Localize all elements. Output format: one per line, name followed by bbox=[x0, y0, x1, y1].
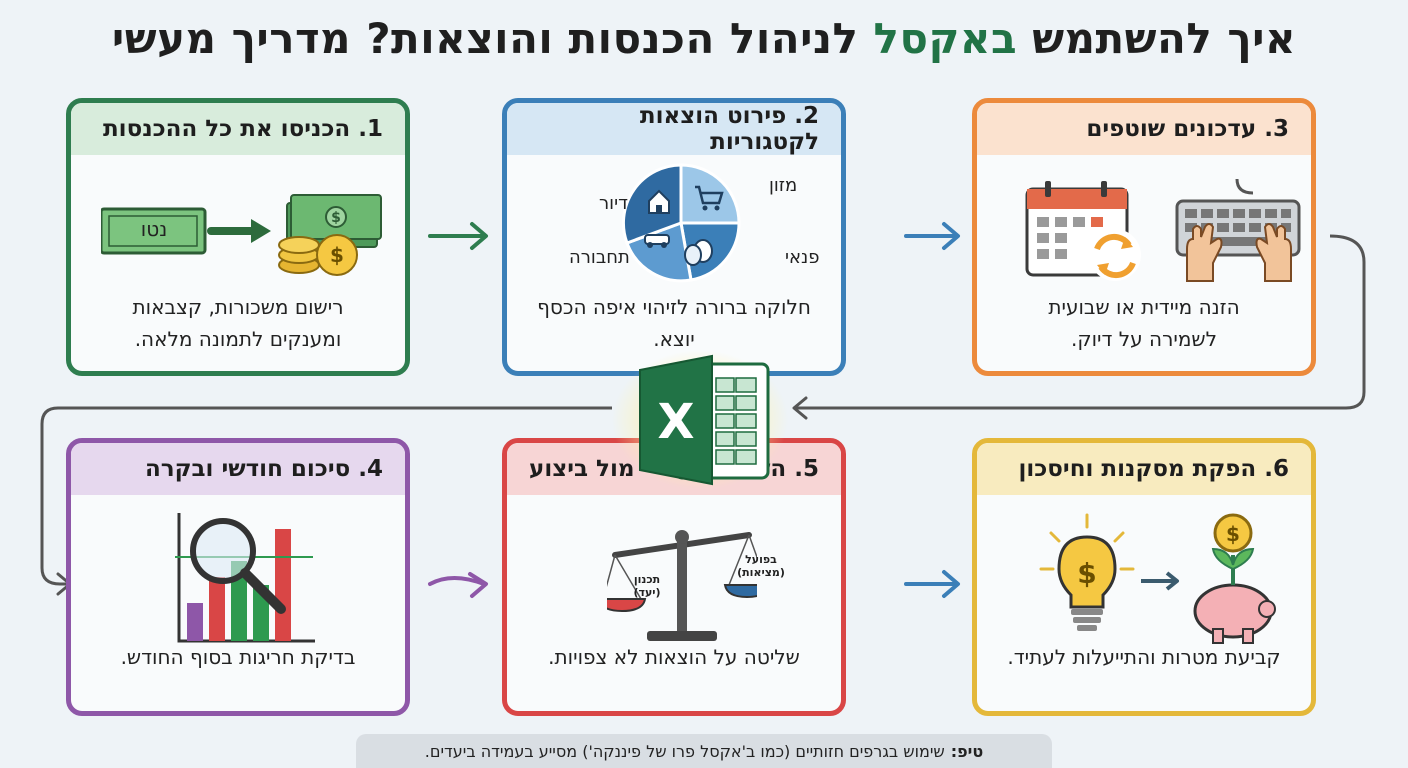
step-card-updates: 3. עדכונים שוטפים bbox=[972, 98, 1316, 376]
desc-line-1: שליטה על הוצאות לא צפויות. bbox=[548, 645, 800, 669]
card-illustration bbox=[71, 495, 405, 645]
card-heading-part-b: מול ביצוע bbox=[529, 456, 635, 482]
desc-line-1: בדיקת חריגות בסוף החודש. bbox=[120, 645, 356, 669]
tip-text: שימוש בגרפים חזותיים (כמו ב'אקסל פרו של … bbox=[424, 741, 945, 761]
tip-banner: טיפ: שימוש בגרפים חזותיים (כמו ב'אקסל פר… bbox=[356, 734, 1052, 768]
tip-label: טיפ: bbox=[950, 741, 984, 761]
card-heading: 1. הכניסו את כל ההכנסות bbox=[71, 103, 405, 155]
card-description: רישום משכורות, קצבאות ומענקים לתמונה מלא… bbox=[71, 291, 405, 355]
desc-line-1: חלוקה ברורה לזיהוי איפה הכסף יוצא. bbox=[537, 295, 811, 351]
desc-line-1: הזנה מיידית או שבועית bbox=[1048, 295, 1240, 319]
card-bottom-accent bbox=[507, 711, 679, 716]
card-heading: 4. סיכום חודשי ובקרה bbox=[71, 443, 405, 495]
svg-text:$: $ bbox=[331, 210, 341, 226]
title-highlight: באקסל bbox=[873, 14, 1018, 63]
card-description: בדיקת חריגות בסוף החודש. bbox=[71, 641, 405, 673]
card-description: שליטה על הוצאות לא צפויות. bbox=[507, 641, 841, 673]
svg-text:X: X bbox=[657, 394, 694, 450]
card-description: קביעת מטרות והתייעלות לעתיד. bbox=[977, 641, 1311, 673]
scale-plan-bottom: (יעד) bbox=[633, 586, 661, 599]
step-card-categories: 2. פירוט הוצאות לקטגוריות מזון דיור תחבו… bbox=[502, 98, 846, 376]
desc-line-1: קביעת מטרות והתייעלות לעתיד. bbox=[1007, 645, 1281, 669]
svg-text:$: $ bbox=[1077, 557, 1096, 590]
step-card-savings: 6. הפקת מסקנות וחיסכון $ $ קביעת מט bbox=[972, 438, 1316, 716]
card-heading: 2. פירוט הוצאות לקטגוריות bbox=[507, 103, 841, 155]
step-card-income: 1. הכניסו את כל ההכנסות $ $ נטו רישום מש… bbox=[66, 98, 410, 376]
card-illustration bbox=[977, 155, 1311, 291]
lightbulb-to-piggy-bank-icon: $ $ bbox=[1039, 513, 1276, 644]
desc-line-1: רישום משכורות, קצבאות bbox=[132, 295, 344, 319]
scale-actual-label: בפועל (מציאות) bbox=[735, 553, 787, 579]
card-illustration: מזון דיור תחבורה פנאי bbox=[507, 155, 841, 291]
card-heading: 6. הפקת מסקנות וחיסכון bbox=[977, 443, 1311, 495]
page-title: איך להשתמש באקסל לניהול הכנסות והוצאות? … bbox=[0, 14, 1408, 63]
scale-plan-label: תכנון (יעד) bbox=[625, 573, 669, 599]
step-card-summary: 4. סיכום חודשי ובקרה בדיקת חריגות בסוף ה… bbox=[66, 438, 410, 716]
title-part1: איך להשתמש bbox=[1017, 14, 1297, 63]
category-housing-label: דיור bbox=[599, 193, 628, 214]
calendar-sync-icon bbox=[1025, 181, 1141, 281]
category-pie-icon bbox=[621, 163, 741, 283]
category-leisure-label: פנאי bbox=[785, 247, 820, 268]
scale-plan-top: תכנון bbox=[633, 573, 661, 586]
card-illustration: תכנון (יעד) בפועל (מציאות) bbox=[507, 495, 841, 645]
svg-text:$: $ bbox=[1226, 522, 1240, 546]
desc-line-2: לשמירה על דיוק. bbox=[1071, 327, 1217, 351]
category-transport-label: תחבורה bbox=[569, 247, 630, 268]
card-illustration: $ $ bbox=[977, 495, 1311, 645]
bar-chart-magnifier-icon bbox=[175, 513, 315, 643]
title-part2: לניהול הכנסות והוצאות? מדריך מעשי bbox=[111, 14, 874, 63]
desc-line-2: ומענקים לתמונה מלאה. bbox=[134, 327, 342, 351]
svg-text:$: $ bbox=[330, 243, 344, 267]
scale-actual-bottom: (מציאות) bbox=[737, 566, 785, 579]
card-heading: 3. עדכונים שוטפים bbox=[977, 103, 1311, 155]
card-description: הזנה מיידית או שבועית לשמירה על דיוק. bbox=[977, 291, 1311, 355]
scale-actual-top: בפועל bbox=[745, 553, 777, 566]
keyboard-typing-icon bbox=[1175, 178, 1301, 282]
card-description: חלוקה ברורה לזיהוי איפה הכסף יוצא. bbox=[507, 291, 841, 355]
category-food-label: מזון bbox=[769, 175, 798, 196]
excel-logo-icon: X bbox=[612, 350, 788, 490]
net-label: נטו bbox=[140, 217, 168, 241]
balance-scale-icon bbox=[607, 530, 757, 641]
card-illustration: $ $ נטו bbox=[71, 155, 405, 291]
money-stack-icon: $ $ bbox=[101, 194, 382, 276]
